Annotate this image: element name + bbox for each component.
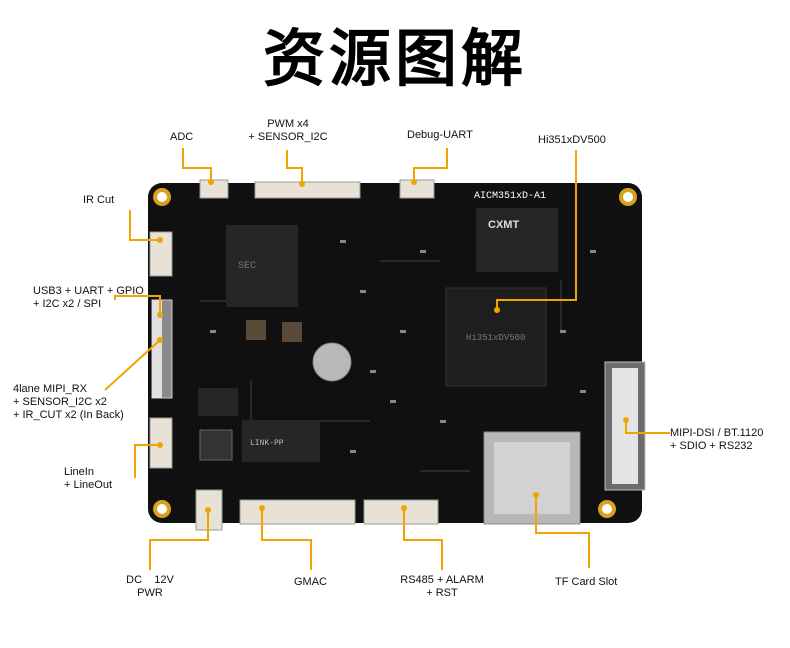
mipi-dsi-label: MIPI-DSI / BT.1120 + SDIO + RS232 xyxy=(670,427,763,453)
linein-leader xyxy=(134,444,160,478)
soc-marking-text: Hi351xDV500 xyxy=(466,333,525,343)
pwm-label-line1: PWM x4 xyxy=(267,118,309,130)
rs485-label-line1: RS485 + ALARM xyxy=(400,574,484,586)
linein-label: LineIn + LineOut xyxy=(64,466,112,492)
pwm-connector xyxy=(254,181,361,199)
linein-label-line2: + LineOut xyxy=(64,479,113,491)
capacitor xyxy=(282,322,302,342)
gmac-label: GMAC xyxy=(294,576,327,588)
debug-uart-connector xyxy=(399,179,435,199)
debug-uart-label: Debug-UART xyxy=(407,129,473,141)
ir-cut-label: IR Cut xyxy=(83,194,115,206)
usb-label-line1: USB3 + UART + GPIO xyxy=(33,285,144,297)
ir-cut-connector xyxy=(149,231,173,277)
dc-label-line1: DC 12V xyxy=(126,574,174,586)
mipi-rx-connector xyxy=(152,300,162,398)
adc-leader xyxy=(182,148,212,182)
mipi-dsi-leader xyxy=(625,420,670,434)
ethernet-chip xyxy=(242,420,320,462)
capacitor xyxy=(246,320,266,340)
rtc-battery xyxy=(312,342,352,382)
pcb-traces xyxy=(200,260,562,472)
inductor xyxy=(199,429,233,461)
adc-connector xyxy=(199,179,229,199)
tf-card-label: TF Card Slot xyxy=(555,576,618,588)
mipi-rx-label: 4lane MIPI_RX + SENSOR_I2C x2 + IR_CUT x… xyxy=(13,383,124,422)
mipi-rx-leader xyxy=(104,339,161,391)
leader-lines xyxy=(104,148,670,570)
smd-components xyxy=(210,240,596,453)
rs485-label: RS485 + ALARM + RST xyxy=(392,574,492,600)
gmac-leader xyxy=(261,508,312,570)
soc-leader xyxy=(496,150,577,310)
dc-leader xyxy=(149,510,209,570)
soc-label: Hi351xDV500 xyxy=(538,134,606,146)
usb-label-line2: + I2C x2 / SPI xyxy=(33,298,102,310)
rs485-leader xyxy=(403,508,443,570)
mipi-dsi-label-line1: MIPI-DSI / BT.1120 xyxy=(670,427,764,439)
linein-label-line1: LineIn xyxy=(64,466,94,478)
dc-label: DC 12V PWR xyxy=(110,574,190,600)
pwm-label: PWM x4 + SENSOR_I2C xyxy=(236,118,340,144)
rs485-connector xyxy=(363,499,439,525)
board-model-silkscreen: AICM351xD-A1 xyxy=(474,191,546,202)
mipi-rx-label-line1: 4lane MIPI_RX xyxy=(13,383,87,395)
flash-chip xyxy=(476,208,558,272)
rs485-label-line2: + RST xyxy=(426,587,458,599)
eth-marking-text: LINK-PP xyxy=(250,439,284,448)
mem-marking-text: SEC xyxy=(238,261,256,272)
mipi-rx-label-line3: + IR_CUT x2 (In Back) xyxy=(13,409,124,421)
pwm-leader xyxy=(286,150,303,184)
mipi-dsi-label-line2: + SDIO + RS232 xyxy=(670,440,753,452)
mounting-holes xyxy=(153,188,637,518)
gmac-connector xyxy=(239,499,356,525)
page-title: 资源图解 xyxy=(262,22,527,95)
mipi-rx-label-line2: + SENSOR_I2C x2 xyxy=(13,396,107,408)
adc-label: ADC xyxy=(170,131,194,143)
power-ic xyxy=(198,388,238,416)
flash-marking-text: CXMT xyxy=(488,219,519,231)
ddr-chip xyxy=(226,225,298,307)
usb-leader xyxy=(114,295,161,315)
usb-label: USB3 + UART + GPIO + I2C x2 / SPI xyxy=(33,285,144,311)
pwm-label-line2: + SENSOR_I2C xyxy=(248,131,328,143)
dc-label-line2: PWR xyxy=(137,587,163,599)
ir-cut-leader xyxy=(129,210,160,241)
leader-dots xyxy=(157,179,629,513)
debug-uart-leader xyxy=(413,148,448,182)
tf-card-leader xyxy=(535,495,590,568)
